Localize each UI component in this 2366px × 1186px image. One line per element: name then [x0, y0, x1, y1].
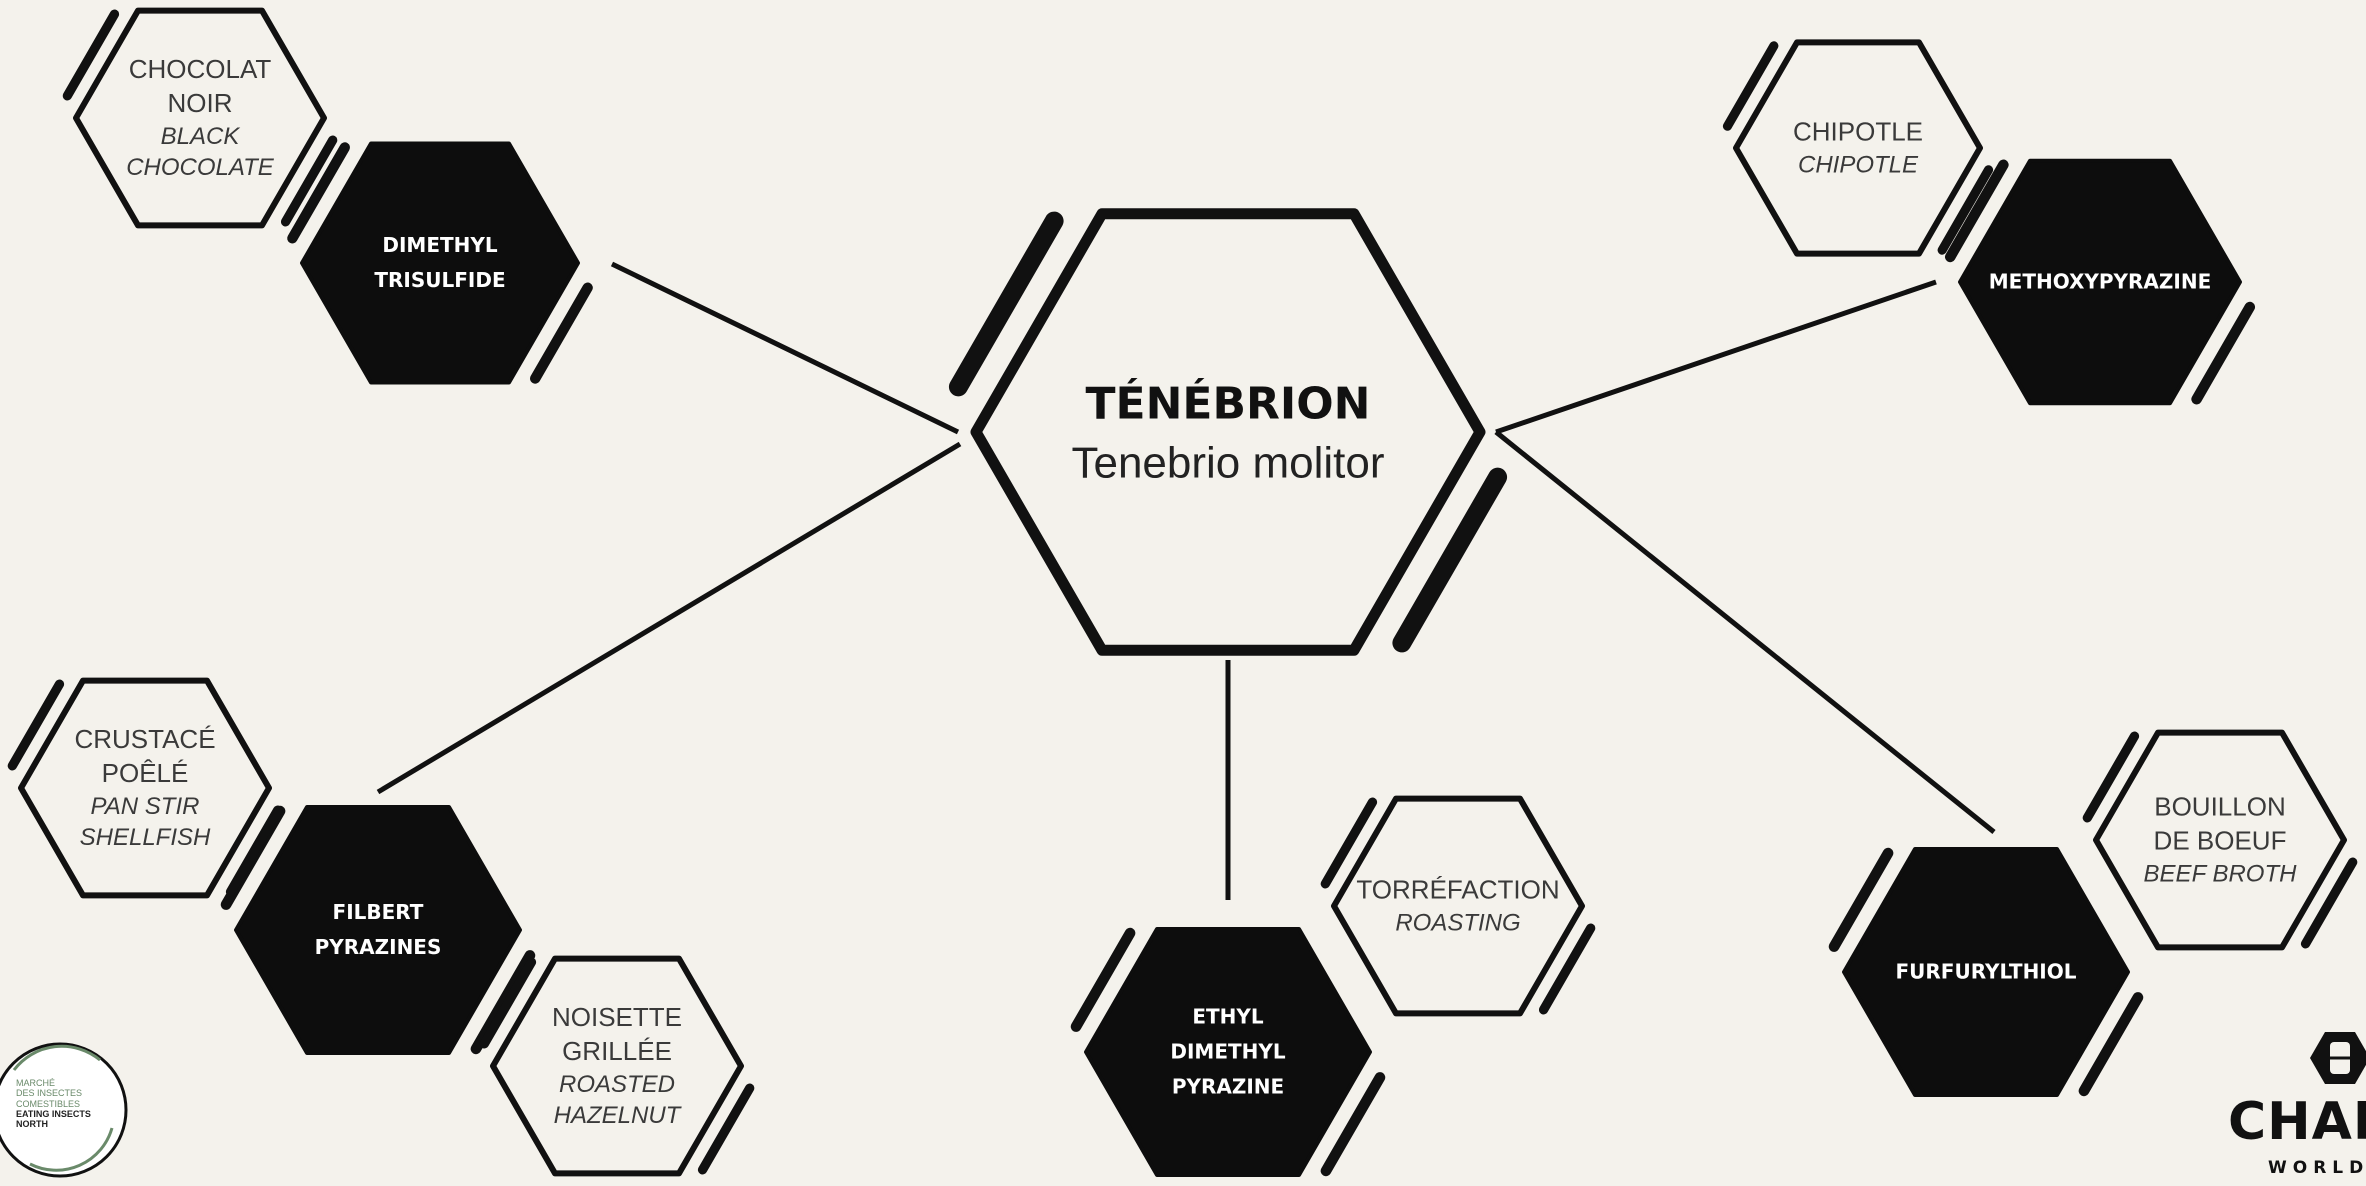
aroma-label-en: BLACK: [160, 122, 240, 150]
aroma-hexagon-chipotle: [1733, 39, 1983, 257]
logo-left-circle: [0, 1042, 128, 1178]
compound-label-line: PYRAZINE: [1171, 1074, 1285, 1099]
aroma-label-fr: CRUSTACÉ: [74, 724, 216, 755]
logo-left-line: COMESTIBLES: [16, 1098, 81, 1109]
compound-hexagon-accent: [1320, 1072, 1386, 1177]
aroma-hexagon-accent: [62, 9, 120, 101]
aroma-hexagon-bouillon-de-boeuf: [2093, 729, 2347, 951]
compound-label-ethyl-dimethyl-pyrazine: ETHYL DIMETHYL PYRAZINE: [1170, 1000, 1285, 1105]
aroma-label-en: CHOCOLATE: [126, 153, 274, 181]
compound-hexagon-furfurylthiol: [1842, 847, 2130, 1097]
compound-hexagon-methoxypyrazine: [1958, 158, 2242, 406]
aroma-label-en: ROASTING: [1395, 909, 1521, 937]
aroma-label-en: ROASTED: [558, 1070, 676, 1098]
aroma-label-fr: GRILLÉE: [562, 1035, 672, 1066]
compound-label-methoxypyrazine: METHOXYPYRAZINE: [1989, 265, 2212, 300]
compound-hexagon-accent: [287, 142, 350, 244]
aroma-hexagon-accent: [2300, 857, 2358, 949]
aroma-label-fr: POÊLÉ: [101, 757, 189, 788]
connector-line: [376, 441, 962, 795]
compound-hexagon-dimethyl-trisulfide: [300, 141, 580, 385]
aroma-label-fr: TORRÉFACTION: [1356, 874, 1560, 905]
compound-label-line: TRISULFIDE: [374, 268, 506, 292]
compound-label-line: FURFURYLTHIOL: [1895, 959, 2077, 984]
connector-line: [1494, 430, 1996, 834]
aroma-hexagon-accent: [1937, 165, 1994, 255]
compound-hexagon-accent: [530, 282, 593, 384]
compound-label-line: ETHYL: [1192, 1004, 1264, 1029]
aroma-label-fr: NOIR: [167, 87, 233, 118]
logo-left-text: MARCHÉ DES INSECTES COMESTIBLES EATING I…: [16, 1078, 91, 1130]
center-hexagon-accent: [948, 211, 1064, 397]
aroma-hexagon-noisette-grillee: [490, 955, 744, 1177]
aroma-hexagon-accent: [225, 805, 283, 897]
logo-right-subword: WORLD: [2268, 1158, 2366, 1178]
compound-hexagon-accent: [1070, 927, 1136, 1032]
aroma-label-en: SHELLFISH: [79, 823, 211, 851]
compound-hexagon-accent: [1944, 159, 2009, 263]
aroma-label-torrefaction: TORRÉFACTION ROASTING: [1356, 874, 1559, 939]
center-label: TÉNÉBRION Tenebrio molitor: [1071, 376, 1384, 495]
connector-line: [1495, 279, 1937, 435]
aroma-hexagon-accent: [697, 1083, 755, 1175]
aroma-label-fr: DE BOEUF: [2153, 825, 2287, 856]
compound-label-filbert-pyrazines: FILBERT PYRAZINES: [315, 895, 442, 965]
logo-left-arc: [12, 1044, 101, 1071]
center-hexagon: [970, 208, 1486, 656]
compound-hexagon-filbert-pyrazines: [234, 805, 522, 1055]
aroma-label-en: BEEF BROTH: [2143, 860, 2297, 888]
aroma-hexagon-accent: [2082, 731, 2140, 823]
compound-hexagon-accent: [470, 950, 536, 1055]
logo-left-line: EATING INSECTS: [16, 1109, 91, 1120]
aroma-hexagon-accent: [479, 957, 537, 1049]
aroma-hexagon-accent: [1320, 797, 1378, 889]
compound-label-line: PYRAZINES: [314, 935, 442, 959]
compound-hexagon-accent: [2078, 992, 2144, 1097]
aroma-label-fr: CHIPOTLE: [1792, 116, 1924, 147]
aroma-hexagon-accent: [7, 679, 65, 771]
aroma-hexagon-crustace-poele: [18, 677, 272, 899]
aroma-label-fr: NOISETTE: [551, 1002, 683, 1033]
compound-hexagon-accent: [2191, 301, 2256, 405]
aroma-label-en: HAZELNUT: [553, 1101, 681, 1129]
logo-left-line: MARCHÉ: [16, 1078, 56, 1088]
compound-label-line: DIMETHYL: [1170, 1039, 1286, 1064]
logo-left-arc: [29, 1127, 114, 1172]
aroma-label-fr: BOUILLON: [2154, 791, 2286, 822]
aroma-hexagon-chocolat-noir: [73, 7, 327, 229]
aroma-label-fr: CHOCOLAT: [128, 54, 272, 85]
aroma-hexagon-accent: [1538, 923, 1596, 1015]
aroma-label-chipotle: CHIPOTLE CHIPOTLE: [1793, 116, 1923, 181]
compound-label-line: FILBERT: [332, 900, 424, 924]
center-subtitle: Tenebrio molitor: [1071, 438, 1385, 488]
aroma-hexagon-torrefaction: [1331, 795, 1585, 1017]
aroma-hexagon-accent: [1722, 41, 1779, 131]
aroma-hexagon-accent: [280, 135, 338, 227]
logo-right-wordmark: CHART: [2228, 1092, 2366, 1152]
aroma-label-en: PAN STIR: [90, 792, 200, 820]
compound-hexagon-accent: [1828, 847, 1894, 952]
compound-label-line: DIMETHYL: [382, 233, 498, 257]
connector-line: [610, 261, 960, 435]
compound-label-line: METHOXYPYRAZINE: [1988, 269, 2212, 294]
logo-left-line: DES INSECTES: [16, 1088, 83, 1099]
logo-left-line: NORTH: [16, 1119, 48, 1130]
center-hexagon-accent: [1392, 467, 1508, 653]
compound-label-furfurylthiol: FURFURYLTHIOL: [1896, 955, 2077, 990]
compound-hexagon-ethyl-dimethyl-pyrazine: [1084, 927, 1372, 1177]
compound-label-dimethyl-trisulfide: DIMETHYL TRISULFIDE: [374, 228, 505, 298]
center-title: TÉNÉBRION: [1085, 378, 1371, 430]
aroma-label-en: CHIPOTLE: [1797, 151, 1919, 179]
